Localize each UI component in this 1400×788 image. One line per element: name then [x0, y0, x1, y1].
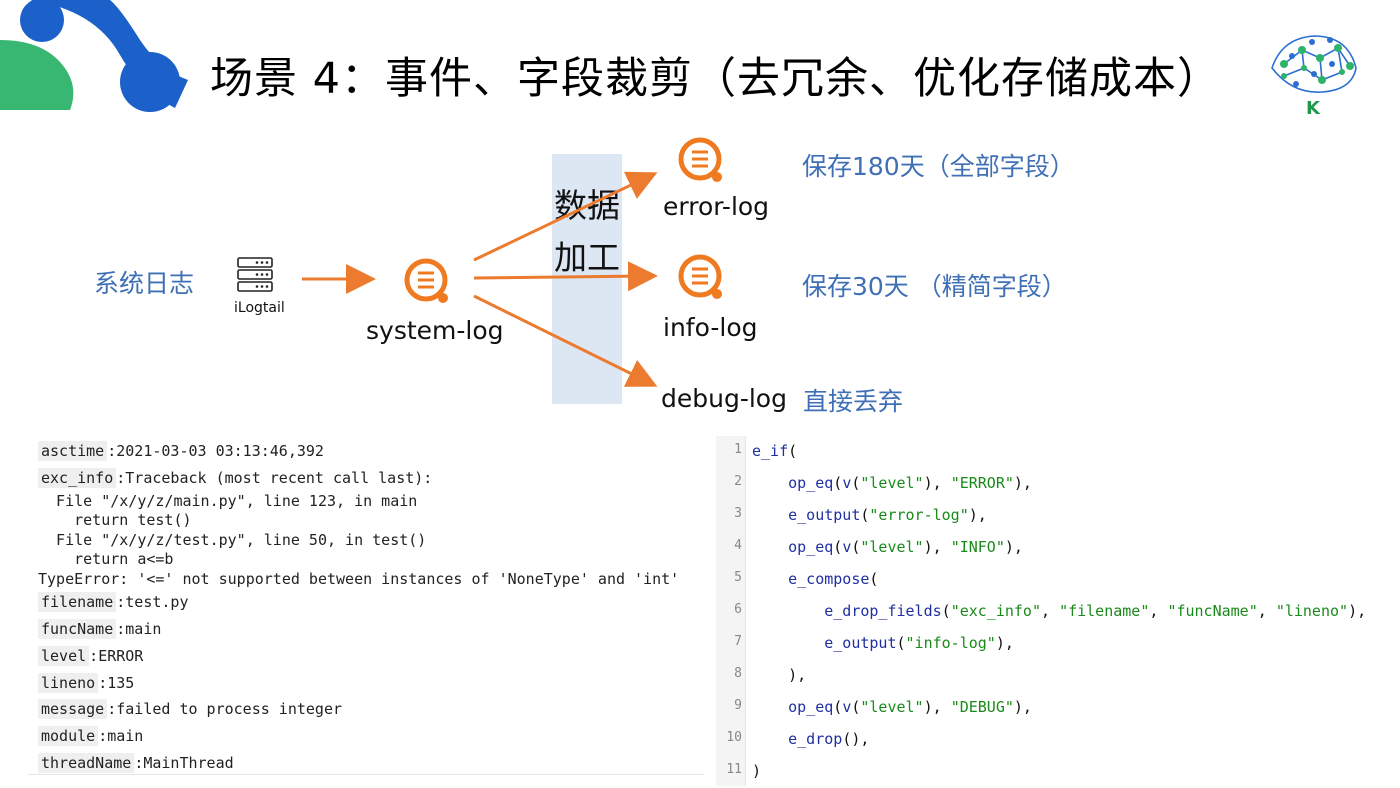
- traceback-line: File "/x/y/z/test.py", line 50, in test(…: [38, 531, 427, 549]
- traceback-line: return a<=b: [38, 550, 174, 568]
- log-field: threadName:MainThread: [38, 753, 234, 773]
- line-number: 6: [734, 602, 742, 617]
- field-value: Traceback (most recent call last):: [125, 469, 433, 487]
- log-sample-panel: asctime:2021-03-03 03:13:46,392 exc_info…: [28, 436, 704, 776]
- field-key: threadName: [38, 753, 135, 773]
- code-text: e_output("info-log"),: [824, 634, 1014, 652]
- code-editor: 1 e_if( 2 op_eq(v("level"), "ERROR"), 3 e_o…: [716, 436, 1400, 786]
- log-field: exc_info:Traceback (most recent call las…: [38, 468, 433, 488]
- line-number: 7: [734, 634, 742, 649]
- brand-logo-left: [0, 0, 190, 120]
- arrow-to-debug-log: [473, 294, 658, 387]
- traceback-line: TypeError: '<=' not supported between in…: [38, 570, 680, 588]
- field-key: exc_info: [38, 468, 117, 488]
- line-number: 4: [734, 538, 742, 553]
- code-text: e_compose(: [788, 570, 879, 588]
- store-label-info-log: info-log: [663, 313, 758, 342]
- field-key: lineno: [38, 673, 99, 693]
- logstore-icon: [404, 258, 448, 303]
- field-value: 2021-03-03 03:13:46,392: [116, 442, 324, 460]
- store-label-system-log: system-log: [366, 316, 504, 345]
- field-value: test.py: [125, 593, 189, 611]
- field-key: asctime: [38, 441, 108, 461]
- store-label-error-log: error-log: [663, 192, 770, 221]
- log-field: filename:test.py: [38, 592, 189, 612]
- line-number-gutter: [716, 436, 746, 786]
- line-number: 9: [734, 698, 742, 713]
- code-text: e_drop(),: [788, 730, 870, 748]
- field-value: ERROR: [98, 647, 144, 665]
- code-text: op_eq(v("level"), "INFO"),: [788, 538, 1023, 556]
- field-key: level: [38, 646, 90, 666]
- line-number: 3: [734, 506, 742, 521]
- line-number: 8: [734, 666, 742, 681]
- field-key: funcName: [38, 619, 117, 639]
- traceback-line: return test(): [38, 511, 192, 529]
- code-text: ),: [752, 666, 807, 684]
- code-text: op_eq(v("level"), "DEBUG"),: [788, 698, 1032, 716]
- log-field: message:failed to process integer: [38, 699, 343, 719]
- line-number: 11: [726, 762, 742, 777]
- field-value: 135: [107, 674, 135, 692]
- log-field: funcName:main: [38, 619, 162, 639]
- store-label-debug-log: debug-log: [661, 384, 787, 413]
- code-text: e_drop_fields("exc_info", "filename", "f…: [824, 602, 1367, 620]
- arrow-to-info-log: [473, 261, 658, 292]
- policy-info-log: 保存30天 （精简字段）: [802, 272, 1067, 301]
- field-key: message: [38, 699, 108, 719]
- server-icon: [237, 257, 273, 292]
- brain-network-icon: [1271, 35, 1357, 93]
- source-label: 系统日志: [94, 269, 195, 298]
- traceback-line: File "/x/y/z/main.py", line 123, in main: [38, 492, 418, 510]
- code-text: ): [752, 762, 762, 780]
- field-value: main: [107, 727, 144, 745]
- code-text: e_output("error-log"),: [788, 506, 987, 524]
- field-value: failed to process integer: [116, 700, 343, 718]
- agent-label: iLogtail: [234, 300, 285, 316]
- logstore-icon: [678, 254, 722, 299]
- code-text: e_if(: [752, 442, 798, 460]
- brand-logo-right: K: [1262, 28, 1366, 124]
- log-field: module:main: [38, 726, 144, 746]
- code-text: op_eq(v("level"), "ERROR"),: [788, 474, 1032, 492]
- line-number: 2: [734, 474, 742, 489]
- field-value: MainThread: [143, 754, 234, 772]
- log-field: level:ERROR: [38, 646, 144, 666]
- field-key: filename: [38, 592, 117, 612]
- logstore-icon: [678, 137, 722, 182]
- log-field: lineno:135: [38, 673, 135, 693]
- field-value: main: [125, 620, 162, 638]
- line-number: 10: [726, 730, 742, 745]
- panel-divider: [28, 774, 704, 775]
- brand-logo-letter: K: [1306, 98, 1320, 119]
- log-field: asctime:2021-03-03 03:13:46,392: [38, 441, 324, 461]
- processing-label: 数据加工: [554, 186, 620, 277]
- line-number: 1: [734, 442, 742, 457]
- field-key: module: [38, 726, 99, 746]
- policy-error-log: 保存180天（全部字段）: [802, 152, 1075, 181]
- policy-debug-log: 直接丢弃: [803, 387, 904, 416]
- arrow-to-error-log: [473, 171, 658, 262]
- page-title: 场景 4：事件、字段裁剪（去冗余、优化存储成本）: [210, 54, 1222, 104]
- line-number: 5: [734, 570, 742, 585]
